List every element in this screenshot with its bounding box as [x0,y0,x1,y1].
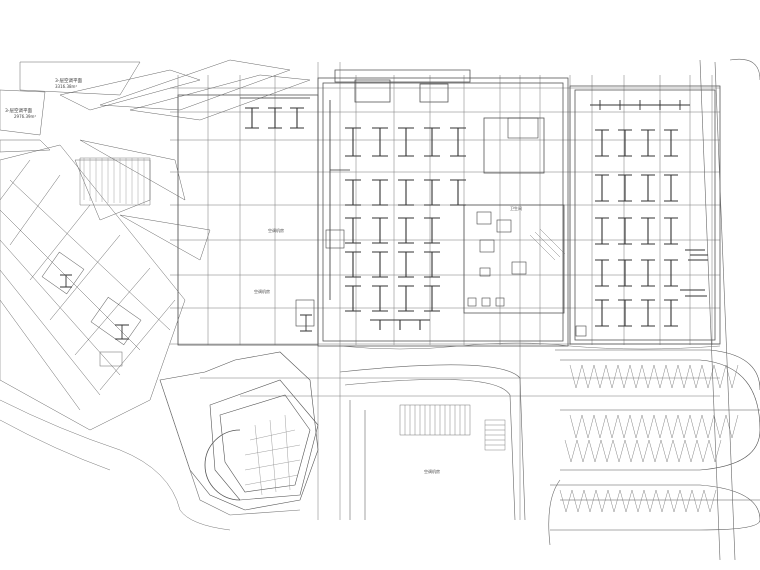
title-area-label: 3316.38m² [55,84,77,89]
room-label-left: 空调机房 [254,288,270,294]
stair-hatch [399,228,566,451]
room-label-main: 空调机房 [268,227,284,233]
ramp-hatch [79,157,151,206]
room-label-center: 卫生间 [510,205,522,211]
left-label-1: 3-层空调平面 [5,107,32,114]
annotation-labels: 3-层空调平面 3316.38m² 3-层空调平面 2976.39m² 空调机房… [5,77,522,474]
equipment-markers [295,117,587,337]
building-outline [177,69,721,347]
duct-group-central [329,100,466,330]
left-label-2: 2976.39m² [14,114,36,119]
site-shards [0,59,311,261]
title-label: 3-层空调平面 [55,77,82,84]
south-pavilion [159,351,319,516]
site-boundary [0,342,721,531]
diagonal-wing [0,144,186,431]
parking-lot [550,349,760,531]
parking-stalls [559,364,739,513]
site-road [339,58,760,561]
hvac-ducts [60,97,708,340]
column-grid [170,62,720,520]
room-label-south: 空调机房 [424,468,440,474]
duct-group-right [590,100,708,327]
duct-group-top-left [60,97,312,340]
